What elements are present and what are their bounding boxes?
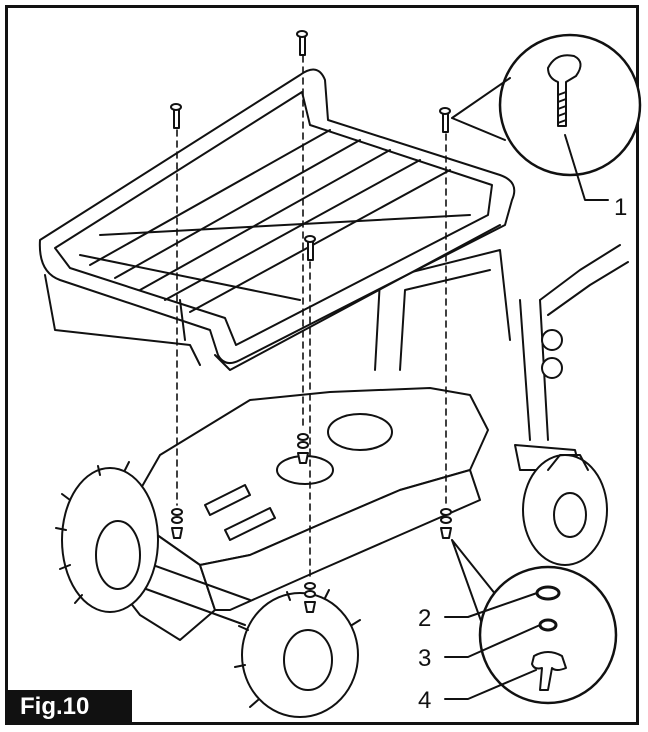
bolt bbox=[439, 107, 451, 133]
wheel-rear-caster bbox=[522, 454, 608, 566]
detail-circle-bolt bbox=[498, 33, 642, 177]
detail-pointer bbox=[451, 77, 511, 141]
wheel-front-right bbox=[234, 589, 361, 718]
wheels bbox=[55, 454, 608, 718]
callout-number-4: 4 bbox=[418, 687, 431, 714]
bolt bbox=[304, 235, 316, 261]
basket bbox=[38, 68, 516, 371]
callout-number-1: 1 bbox=[614, 194, 627, 221]
guide-lines bbox=[176, 55, 447, 581]
callout-nut-detail: 2 3 4 bbox=[418, 539, 618, 714]
callout-bolt-detail: 1 bbox=[451, 33, 642, 221]
mount-hardware bbox=[170, 30, 452, 613]
figure-label: Fig.10 bbox=[8, 690, 132, 724]
bolt bbox=[170, 103, 182, 129]
deck-slot bbox=[224, 507, 276, 541]
chassis-side bbox=[199, 469, 481, 611]
handle-knob bbox=[541, 357, 563, 379]
callout-number-2: 2 bbox=[418, 605, 431, 632]
handle-grip bbox=[539, 244, 629, 316]
rear-frame bbox=[374, 249, 511, 371]
nut-stack bbox=[171, 433, 452, 613]
leader-line-4 bbox=[444, 669, 537, 700]
handle-knob bbox=[541, 329, 563, 351]
basket-slats bbox=[79, 129, 471, 313]
basket-rail-upper bbox=[38, 68, 516, 365]
leader-line-1 bbox=[564, 134, 609, 201]
enlarged-bolt-icon bbox=[547, 54, 582, 127]
deck-hole-large bbox=[327, 413, 393, 451]
basket-rail-inner bbox=[54, 91, 493, 346]
basket-frame-lower bbox=[44, 224, 501, 371]
bolt bbox=[296, 30, 308, 56]
callout-number-3: 3 bbox=[418, 645, 431, 672]
leader-line-2 bbox=[444, 592, 538, 618]
leader-line-3 bbox=[444, 624, 541, 658]
wing-nut-icon bbox=[531, 651, 567, 691]
deck-slot bbox=[204, 484, 251, 516]
wheel-front-left bbox=[55, 461, 159, 613]
